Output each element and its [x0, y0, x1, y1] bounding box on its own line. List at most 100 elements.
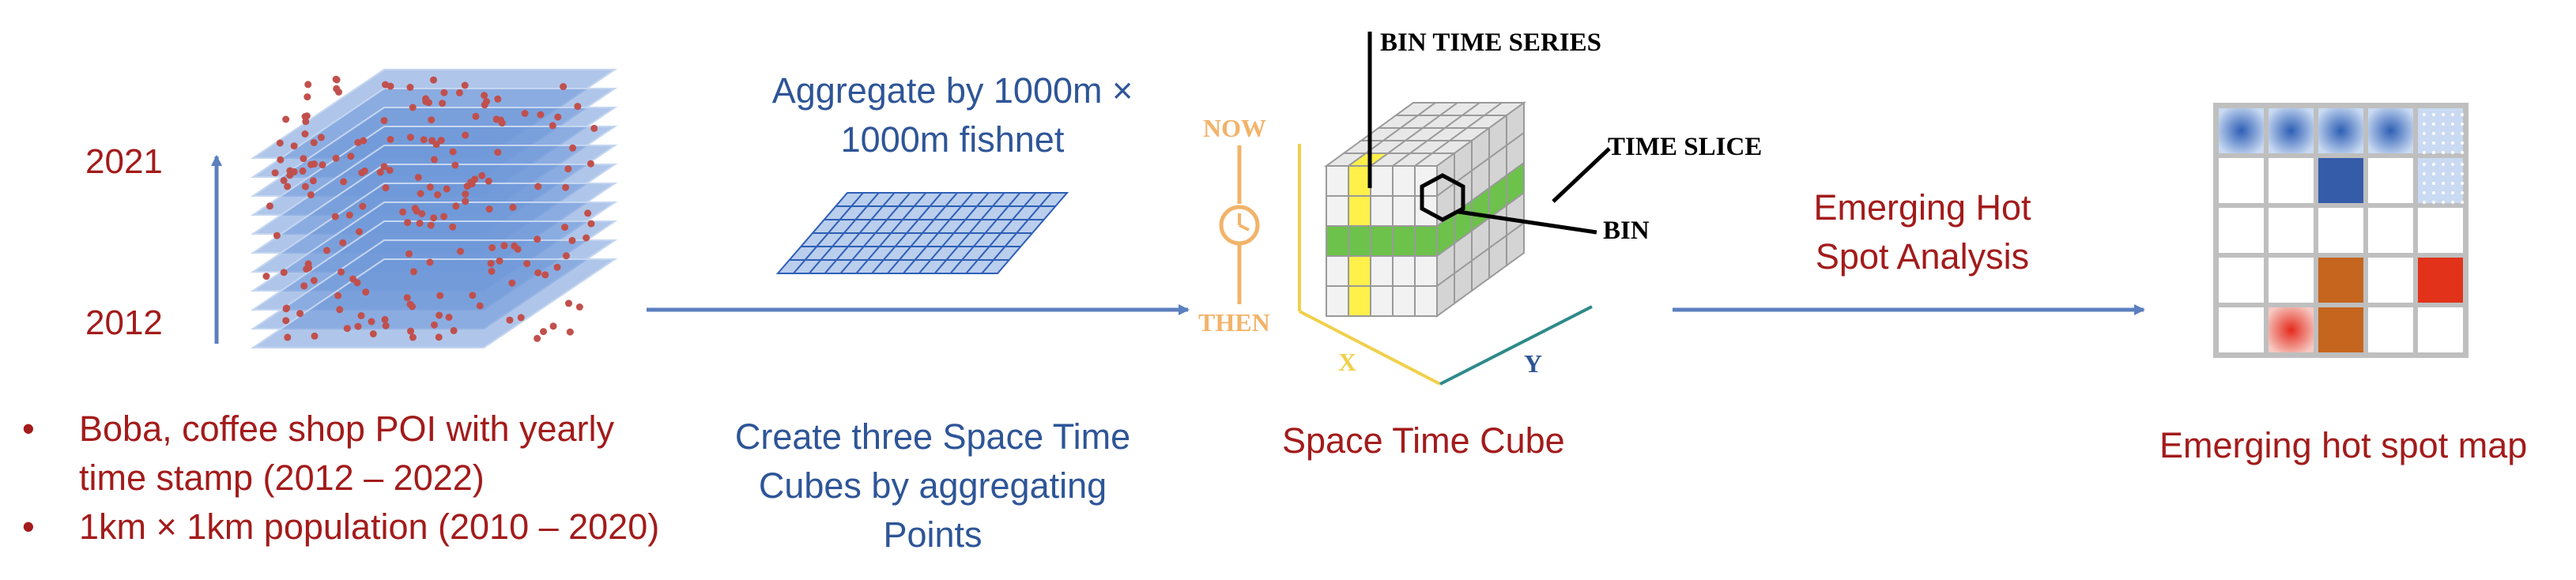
cube-front-cell [1326, 195, 1349, 227]
poi-point [575, 303, 583, 311]
hotspot-cell [2219, 108, 2264, 153]
poi-point [347, 153, 355, 160]
poi-point [301, 113, 309, 120]
poi-point [387, 82, 394, 90]
hotspot-dot [2432, 191, 2435, 194]
cube-front-cell [1370, 255, 1394, 287]
hotspot-cell [2418, 108, 2463, 153]
hotspot-dot [2423, 132, 2426, 135]
poi-point [534, 183, 542, 190]
poi-point [461, 81, 469, 89]
poi-point [430, 76, 437, 84]
bullet-population: • 1km × 1km population (2010 – 2020) [22, 503, 659, 552]
poi-point [488, 244, 496, 251]
hotspot-cell [2269, 108, 2314, 153]
poi-point [565, 299, 572, 307]
hotspot-dot [2461, 163, 2464, 166]
hotspot-dot [2461, 191, 2464, 194]
poi-point [462, 190, 470, 198]
poi-point [452, 202, 460, 210]
poi-point [319, 161, 326, 169]
poi-point [266, 202, 273, 210]
poi-point [481, 92, 488, 100]
analysis-line2: Spot Analysis [1815, 236, 2030, 277]
cube-right-cell [1506, 221, 1525, 267]
hotspot-dot [2442, 172, 2445, 175]
bullet-dot: • [22, 409, 35, 449]
hotspot-cell [2269, 258, 2314, 303]
poi-point [494, 149, 502, 156]
hotspot-cell [2318, 108, 2363, 153]
poi-point [422, 97, 430, 105]
poi-point [382, 184, 390, 192]
poi-point [310, 139, 318, 146]
poi-point [338, 268, 345, 276]
poi-point [428, 116, 436, 124]
poi-point [280, 269, 288, 277]
poi-point [562, 252, 570, 260]
hotspot-cell [2418, 208, 2463, 253]
hotspot-dot [2432, 122, 2435, 126]
hotspot-dot [2423, 141, 2426, 145]
hotspot-cell [2418, 307, 2463, 352]
poi-point [304, 260, 312, 268]
poi-point [523, 260, 531, 268]
hotspot-dot [2432, 132, 2435, 135]
poi-point [304, 81, 312, 89]
hotspot-dot [2461, 201, 2464, 204]
poi-point [284, 333, 292, 341]
poi-point [450, 326, 458, 334]
create-cubes-line2: Cubes by aggregating [758, 465, 1107, 506]
data-source-list: • Boba, coffee shop POI with yearly time… [22, 405, 659, 552]
poi-point [430, 214, 438, 222]
clock-hand-hour [1239, 224, 1250, 232]
poi-point [485, 205, 493, 213]
poi-points [262, 75, 598, 342]
poi-point [427, 221, 435, 229]
hotspot-dot [2442, 201, 2445, 204]
poi-point [282, 317, 290, 325]
hotspot-dot [2423, 172, 2426, 175]
then-label: THEN [1198, 308, 1270, 337]
bullet-population-line1: 1km × 1km population (2010 – 2020) [79, 507, 660, 547]
poi-point [437, 137, 445, 145]
cube-front-cell [1348, 255, 1371, 287]
poi-point [310, 277, 318, 284]
poi-point [360, 167, 368, 175]
cube-axis-x [1299, 310, 1441, 386]
hotspot-dot [2432, 113, 2435, 116]
poi-point [406, 134, 414, 141]
poi-point [517, 314, 525, 322]
cube-front-cell [1392, 165, 1416, 197]
poi-point [534, 269, 542, 277]
hotspot-dot [2423, 163, 2426, 166]
poi-point [301, 183, 309, 190]
poi-point [333, 85, 341, 92]
poi-point [462, 198, 470, 205]
hotspot-dot [2442, 141, 2445, 145]
poi-point [282, 305, 290, 313]
poi-point [271, 169, 279, 177]
poi-point [434, 191, 442, 198]
poi-point [277, 156, 285, 164]
poi-point [300, 155, 307, 163]
poi-point [426, 258, 434, 266]
poi-point [405, 250, 413, 258]
poi-point [304, 93, 311, 101]
poi-point [301, 130, 309, 137]
hotspot-dot [2461, 113, 2464, 116]
poi-point [296, 310, 304, 318]
poi-point [431, 321, 438, 329]
poi-point [340, 178, 348, 186]
poi-point [409, 333, 417, 341]
poi-point [537, 111, 545, 119]
poi-point [449, 148, 457, 156]
now-label: NOW [1203, 114, 1266, 142]
hotspot-dot [2451, 141, 2454, 145]
poi-point [540, 328, 547, 336]
hotspot-dot [2451, 182, 2454, 185]
create-cubes-line1: Create three Space Time [734, 416, 1131, 457]
hotspot-dot [2451, 151, 2454, 154]
poi-point [343, 325, 351, 333]
